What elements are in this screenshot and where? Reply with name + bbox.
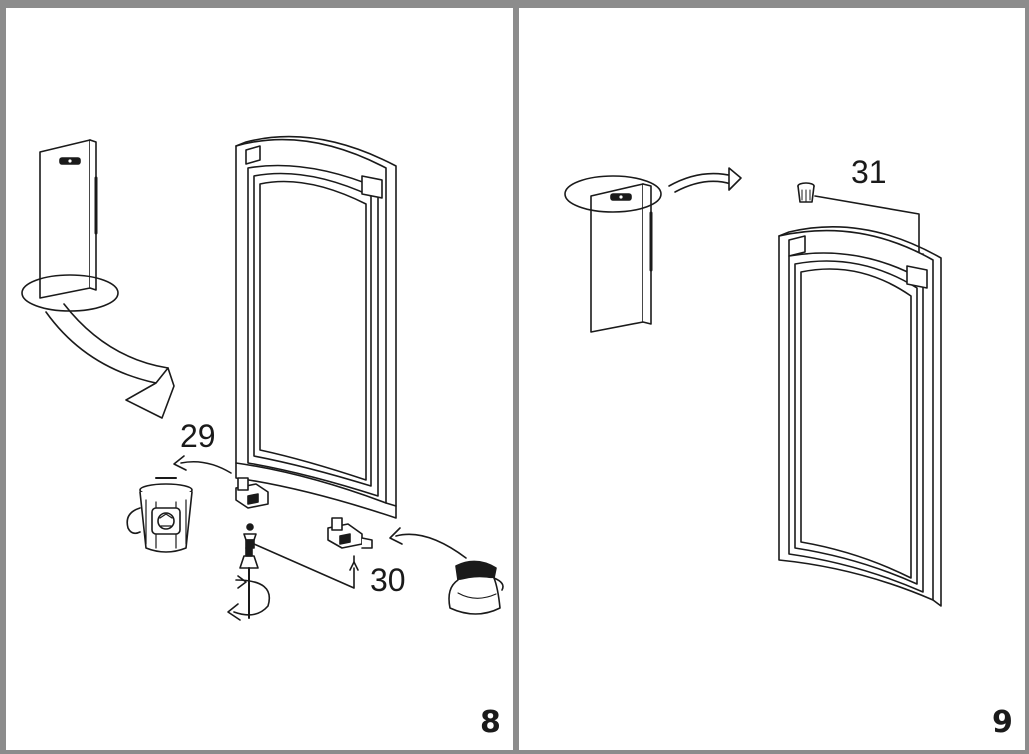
step-number-9: 9 (992, 705, 1013, 740)
step-number-8: 8 (480, 705, 501, 740)
rotate-arrow-icon (227, 575, 271, 621)
door-frame-icon (778, 225, 942, 607)
step-9-illustration (564, 167, 942, 607)
panel-divider (513, 0, 519, 754)
hinge-right-icon (327, 517, 373, 549)
step-9-panel: 31 9 (519, 8, 1025, 750)
door-panel-icon (564, 175, 662, 333)
callout-31: 31 (851, 154, 887, 190)
door-panel-icon (21, 139, 119, 312)
step-8-panel: 29 30 8 (6, 8, 513, 750)
frame-border-left (0, 0, 6, 754)
parts-bag-icon (448, 560, 504, 615)
screw-cap-icon (797, 182, 815, 203)
recycle-bin-icon (126, 477, 193, 553)
curved-arrow-icon (45, 303, 175, 419)
door-frame-icon (235, 135, 397, 519)
callout-29: 29 (180, 418, 216, 454)
frame-border-right (1025, 0, 1029, 754)
hinge-left-icon (235, 477, 269, 509)
curved-arrow-icon (668, 167, 742, 193)
screwdriver-icon (239, 547, 259, 619)
callout-30: 30 (370, 562, 406, 598)
step-8-illustration (21, 135, 504, 621)
